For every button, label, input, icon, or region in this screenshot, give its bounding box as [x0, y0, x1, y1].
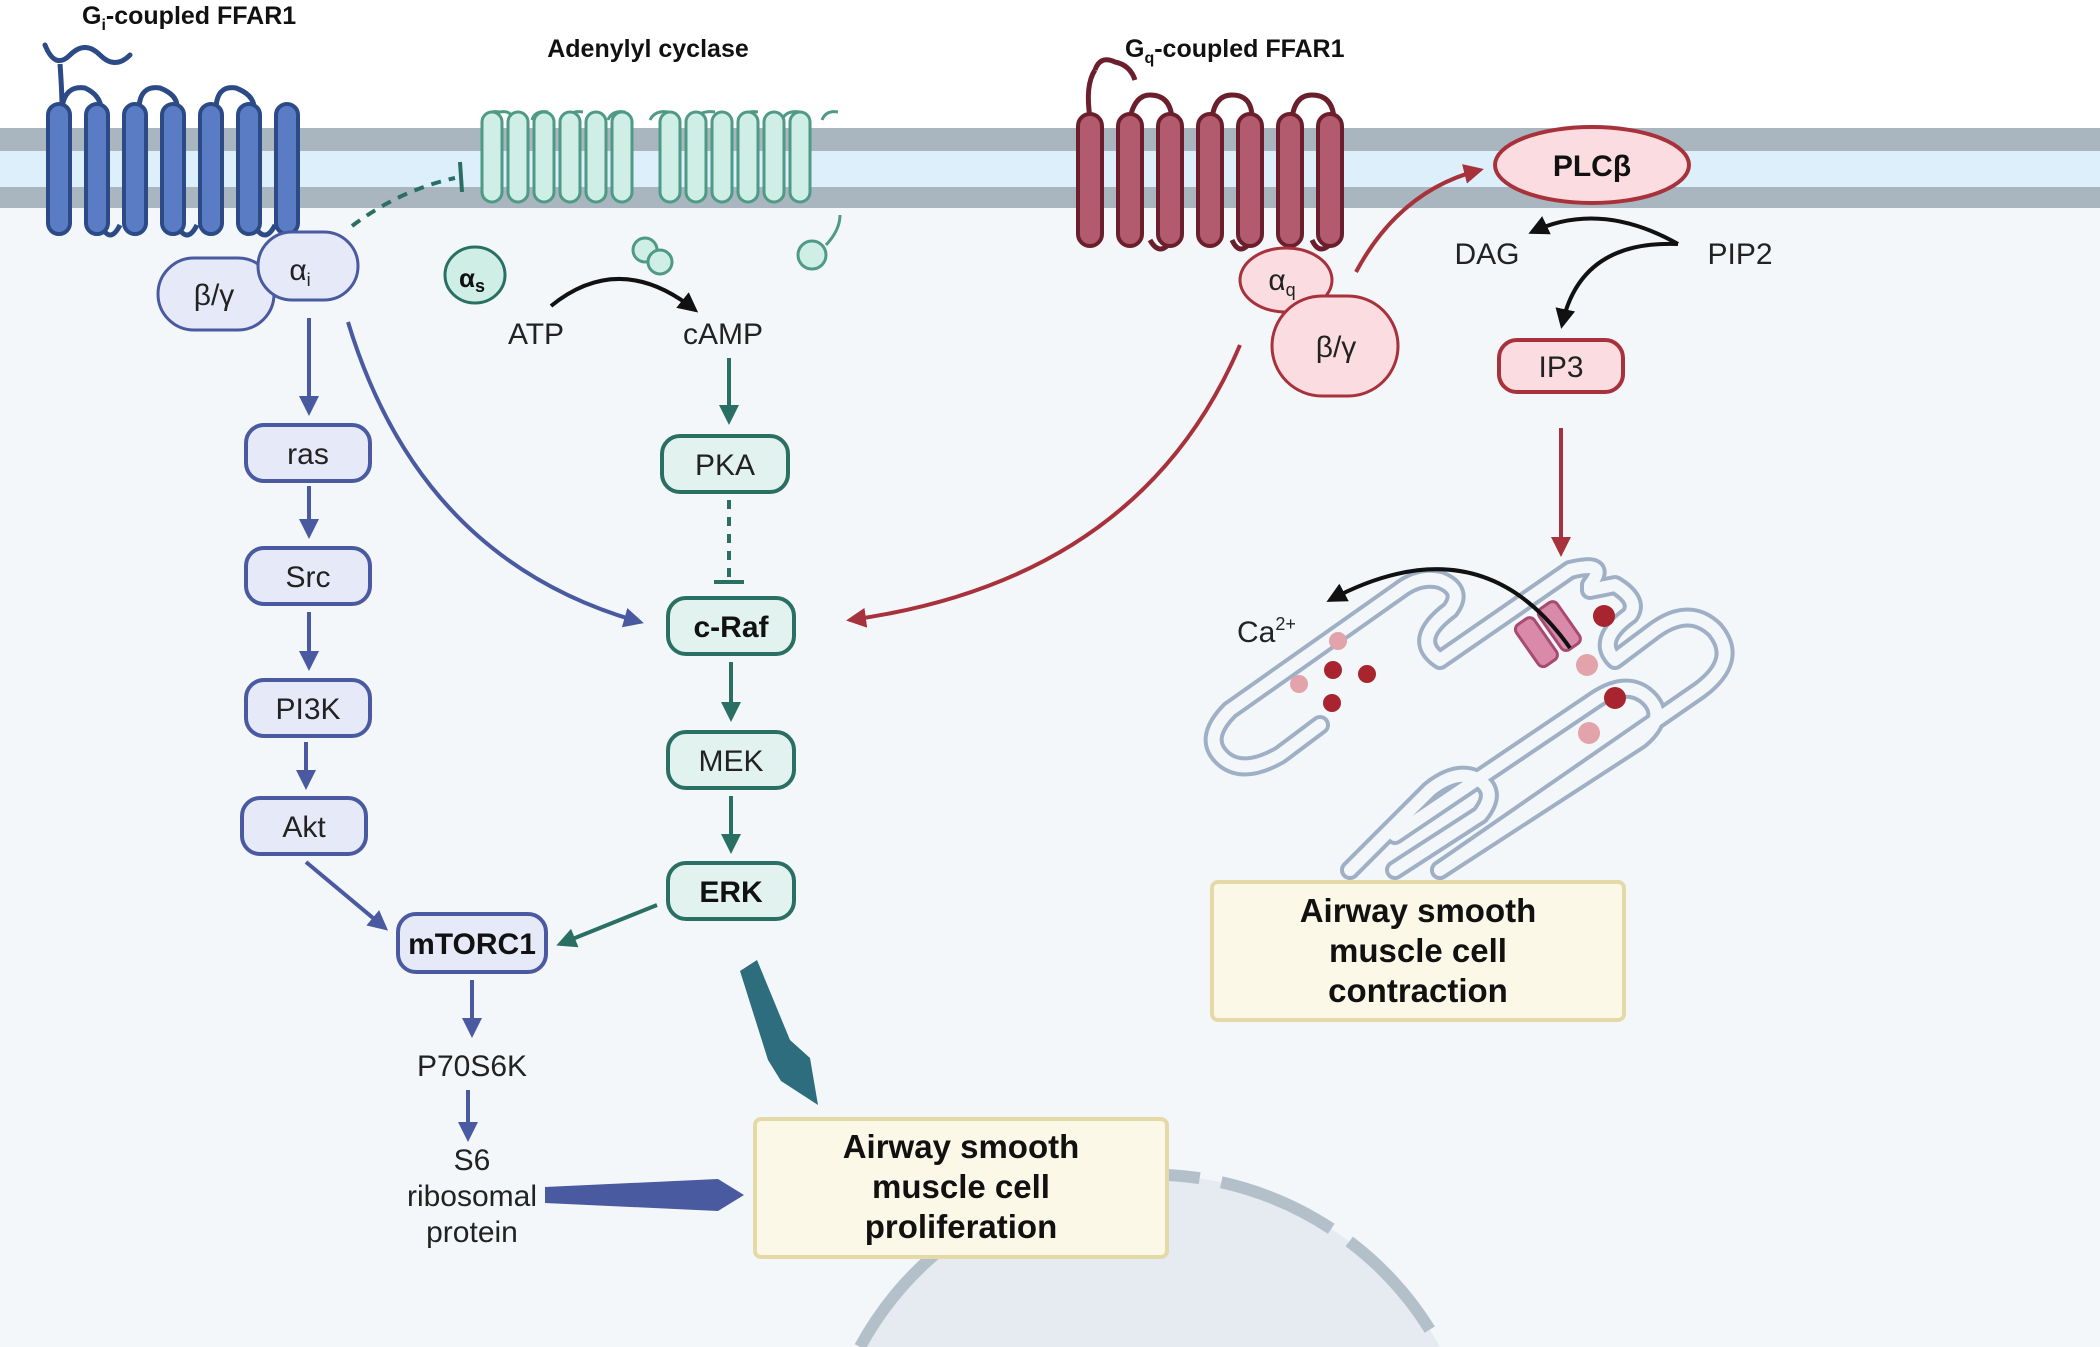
svg-text:S6: S6	[454, 1144, 491, 1177]
svg-text:Akt: Akt	[282, 811, 326, 844]
adenylyl-cyclase-label: Adenylyl cyclase	[547, 35, 749, 63]
gq-receptor-label: Gq-coupled FFAR1	[1125, 35, 1345, 67]
gq-ffar1-receptor	[1076, 57, 1344, 252]
svg-text:ERK: ERK	[699, 876, 763, 909]
gq-beta-gamma-subunit: β/γ	[1270, 294, 1400, 398]
atp-label: ATP	[508, 318, 564, 351]
cytoplasmic-calcium-ions	[1290, 632, 1376, 712]
inhibition-pka-to-c-raf	[714, 500, 744, 584]
outcome-contraction: Airway smooth muscle cell contraction	[1210, 880, 1626, 1022]
arrow-s6-to-proliferation	[545, 1179, 744, 1211]
plasma-membrane	[0, 128, 2100, 208]
svg-text:IP3: IP3	[1538, 351, 1583, 384]
svg-text:αs: αs	[459, 263, 485, 296]
blue-arrows	[296, 318, 644, 1142]
node-pka: PKA	[660, 434, 790, 494]
svg-text:β/γ: β/γ	[1316, 331, 1357, 364]
alpha-q-subunit: αq	[1238, 246, 1334, 314]
arrow-atp-to-camp	[549, 277, 699, 313]
node-ip3: IP3	[1497, 338, 1625, 394]
arrow-erk-to-proliferation	[740, 960, 818, 1105]
node-akt: Akt	[240, 796, 368, 856]
p70s6k-label: P70S6K	[417, 1050, 527, 1083]
node-mek: MEK	[666, 730, 796, 790]
node-pi3k: PI3K	[244, 678, 372, 738]
alpha-i-subunit: αi	[256, 230, 360, 302]
arrow-akt-to-mtorc1	[304, 860, 389, 931]
svg-text:Airway smooth: Airway smooth	[843, 1128, 1080, 1165]
svg-text:muscle cell: muscle cell	[1329, 932, 1507, 969]
svg-text:protein: protein	[426, 1216, 518, 1249]
svg-text:ras: ras	[287, 438, 329, 471]
svg-text:c-Raf: c-Raf	[693, 611, 769, 644]
alpha-s-subunit: αs	[443, 245, 507, 305]
node-c-raf: c-Raf	[666, 596, 796, 656]
outcome-proliferation: Airway smooth muscle cell proliferation	[753, 1117, 1169, 1259]
red-arrows	[846, 164, 1571, 628]
arrow-beta-gamma-q-to-c-raf	[846, 344, 1242, 628]
er-calcium-ions	[1576, 605, 1626, 744]
inhibition-alpha-i-to-adenylyl-cyclase	[350, 161, 464, 228]
dag-label: DAG	[1454, 238, 1519, 271]
teal-arrows	[556, 358, 744, 948]
svg-text:PKA: PKA	[695, 449, 755, 482]
node-ras: ras	[244, 423, 372, 483]
svg-text:PI3K: PI3K	[275, 693, 340, 726]
node-mtorc1: mTORC1	[396, 912, 548, 974]
svg-text:contraction: contraction	[1328, 972, 1508, 1009]
arrow-alpha-i-to-c-raf	[346, 321, 644, 628]
svg-text:β/γ: β/γ	[194, 279, 235, 312]
gi-receptor-label: Gi-coupled FFAR1	[82, 2, 296, 34]
calcium-label: Ca2+	[1237, 614, 1296, 649]
svg-text:MEK: MEK	[698, 745, 763, 778]
svg-text:αi: αi	[289, 254, 310, 290]
svg-text:αq: αq	[1268, 264, 1295, 300]
s6-ribosomal-protein-label: S6 ribosomal protein	[407, 1144, 537, 1249]
arrow-erk-to-mtorc1	[556, 903, 658, 948]
arrow-alpha-q-to-plcb	[1354, 164, 1484, 273]
svg-text:ribosomal: ribosomal	[407, 1180, 537, 1213]
svg-text:PLCβ: PLCβ	[1553, 150, 1631, 183]
ip3-receptor-channel	[1513, 600, 1582, 669]
arrow-pip2-to-dag	[1528, 216, 1679, 246]
gi-beta-gamma-subunit: β/γ	[156, 256, 276, 332]
arrow-pip2-to-ip3	[1555, 241, 1679, 329]
black-arrows	[1326, 216, 1679, 650]
svg-text:Airway smooth: Airway smooth	[1300, 892, 1537, 929]
adenylyl-cyclase	[480, 110, 842, 276]
svg-text:Src: Src	[286, 561, 331, 594]
camp-label: cAMP	[683, 318, 763, 351]
svg-text:muscle cell: muscle cell	[872, 1168, 1050, 1205]
svg-text:proliferation: proliferation	[865, 1208, 1058, 1245]
node-erk: ERK	[666, 861, 796, 921]
arrow-calcium-release	[1326, 567, 1572, 650]
node-plcb: PLCβ	[1493, 125, 1691, 205]
node-src: Src	[244, 546, 372, 606]
pip2-label: PIP2	[1707, 238, 1772, 271]
svg-text:mTORC1: mTORC1	[408, 928, 536, 961]
